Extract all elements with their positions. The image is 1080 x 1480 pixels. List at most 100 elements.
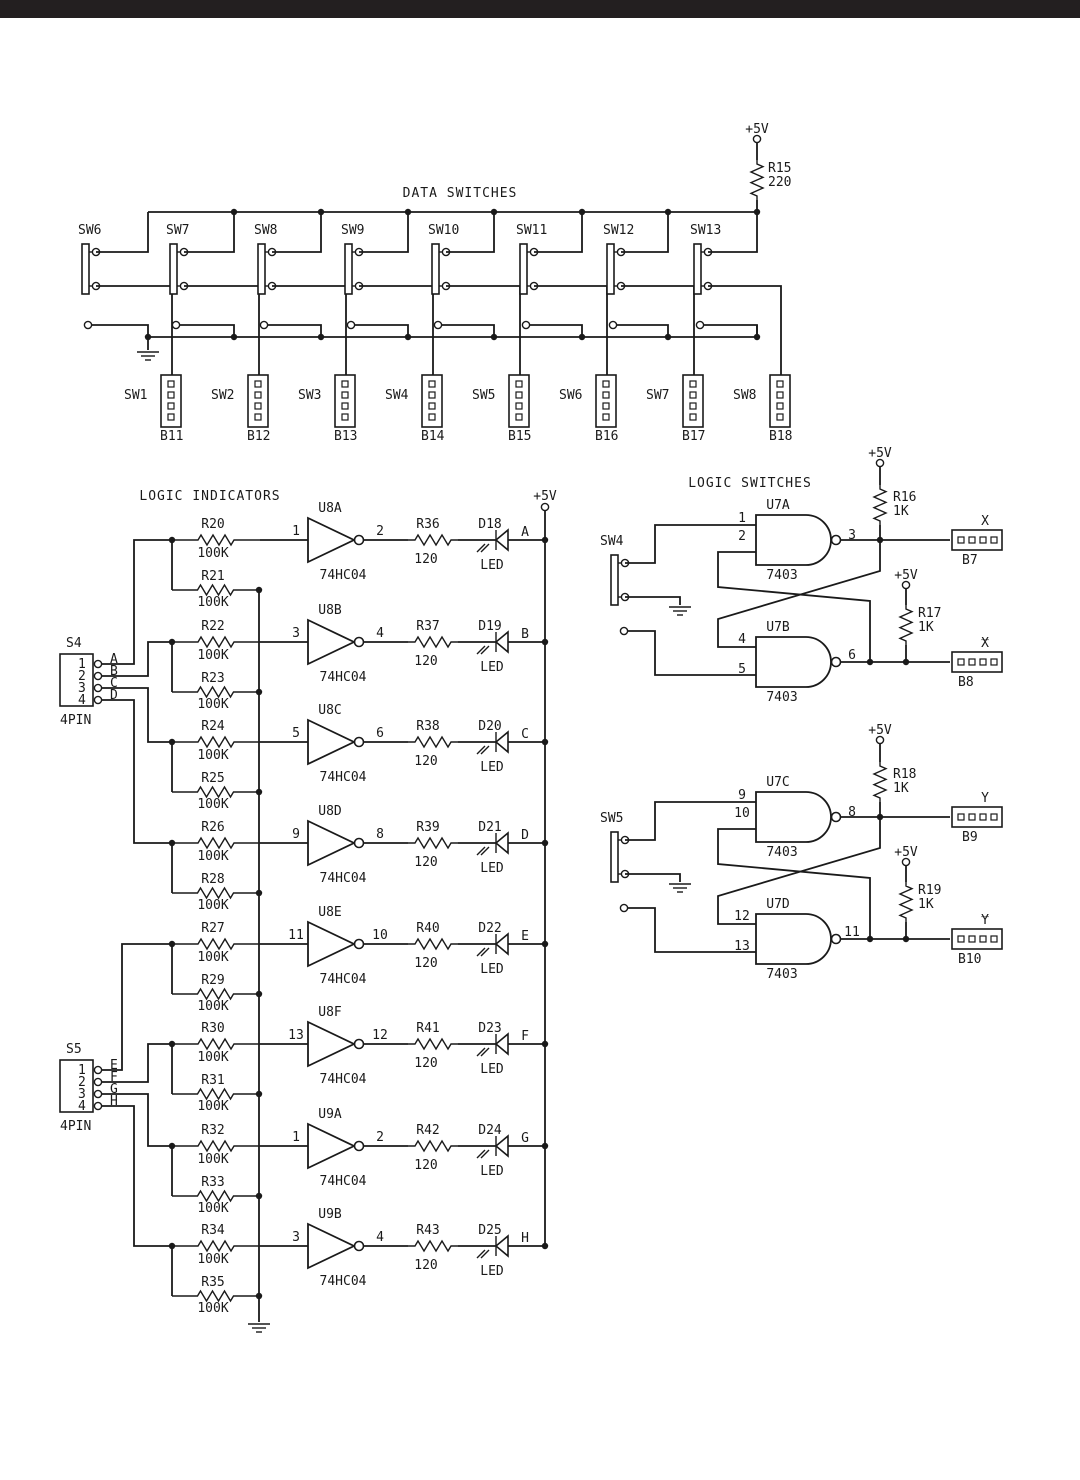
nand-ref: U7A (766, 498, 790, 513)
nand-pin: 1 (738, 511, 746, 526)
ground-symbol (669, 883, 691, 893)
wire (617, 324, 669, 337)
led-resistor-ref: R36 (416, 517, 439, 532)
terminal (93, 659, 103, 669)
header-pin (254, 413, 262, 421)
junction-dot (541, 738, 549, 746)
gate-part: 74HC04 (320, 770, 367, 785)
inverter-bubble (353, 636, 365, 648)
gate-part: 74HC04 (320, 972, 367, 987)
bottom-switch-label: SW1 (124, 388, 147, 403)
junction-dot (541, 1142, 549, 1150)
series-resistor (172, 735, 260, 749)
nand-ref: U7B (766, 620, 790, 635)
top-switch-label: SW13 (690, 223, 721, 238)
gate-output-pin: 2 (376, 524, 384, 539)
pullup-ref: R17 (918, 606, 941, 621)
led-resistor (408, 1139, 458, 1153)
wire (446, 212, 495, 253)
led-resistor-value: 120 (414, 754, 437, 769)
nand-part: 7403 (766, 690, 797, 705)
logic-indicators-title: LOGIC INDICATORS (139, 489, 280, 504)
header-pin (979, 935, 987, 943)
terminal (93, 671, 103, 681)
pulldown-resistor-value: 100K (197, 697, 228, 712)
gate-part: 74HC04 (320, 1072, 367, 1087)
switch-body (606, 243, 615, 295)
led-arrows (476, 1047, 490, 1057)
inverter-bubble (353, 1038, 365, 1050)
header-ref: B9 (962, 830, 978, 845)
wire (704, 324, 758, 337)
diode-ref: D24 (478, 1123, 502, 1138)
wire (102, 943, 172, 1071)
series-resistor-ref: R30 (201, 1021, 224, 1036)
junction-dot (404, 208, 412, 216)
header-label: B14 (421, 429, 445, 444)
header-pin (254, 402, 262, 410)
wire (272, 212, 322, 253)
terminal (433, 320, 443, 330)
led-resistor-ref: R41 (416, 1021, 439, 1036)
wire (625, 524, 756, 564)
gate-part: 74HC04 (320, 568, 367, 583)
series-resistor-value: 100K (197, 1252, 228, 1267)
wire (534, 212, 583, 253)
pullup-value: 1K (893, 504, 909, 519)
nand-pin: 13 (734, 939, 750, 954)
nand-pin: 8 (848, 805, 856, 820)
terminal (608, 320, 618, 330)
data-switches-title: DATA SWITCHES (403, 186, 518, 201)
header-pin (341, 413, 349, 421)
pulldown-resistor-ref: R29 (201, 973, 224, 988)
pin-header (951, 651, 1003, 673)
led-label: LED (480, 558, 504, 573)
pulldown-resistor (172, 886, 259, 900)
pulldown-resistor-ref: R28 (201, 872, 224, 887)
nand-ref: U7C (766, 775, 789, 790)
junction-dot (541, 1242, 549, 1250)
header-pin (254, 391, 262, 399)
header-body (951, 529, 1003, 551)
gate-input-pin: 3 (292, 1230, 300, 1245)
nand-ref: U7D (766, 897, 790, 912)
wire (102, 1093, 172, 1147)
header-body (951, 928, 1003, 950)
junction-dot (404, 333, 412, 341)
terminal (752, 134, 762, 144)
header-body (508, 374, 530, 428)
nand-pin: 2 (738, 529, 746, 544)
series-resistor (172, 635, 260, 649)
ground-symbol (248, 1323, 270, 1333)
top-switch-label: SW8 (254, 223, 277, 238)
inverter-bubble (353, 938, 365, 950)
header-pin (990, 536, 998, 544)
series-resistor (172, 1037, 260, 1051)
header-body (595, 374, 617, 428)
diode-ref: D25 (478, 1223, 501, 1238)
gate-ref: U8F (318, 1005, 342, 1020)
gate-part: 74HC04 (320, 1174, 367, 1189)
header-body (769, 374, 791, 428)
pulldown-resistor-value: 100K (197, 797, 228, 812)
led-resistor-value: 120 (414, 855, 437, 870)
header-pin (428, 402, 436, 410)
junction-dot (490, 208, 498, 216)
gate-ref: U8A (318, 501, 342, 516)
pulldown-resistor-value: 100K (197, 898, 228, 913)
led-resistor (408, 735, 458, 749)
junction-dot (541, 638, 549, 646)
top-switch-label: SW10 (428, 223, 459, 238)
led-resistor (408, 635, 458, 649)
inverter-bubble (353, 837, 365, 849)
series-resistor-value: 100K (197, 950, 228, 965)
gate-output-pin: 4 (376, 626, 384, 641)
terminal (619, 626, 629, 636)
wire (708, 285, 782, 375)
header-body (421, 374, 443, 428)
series-resistor-ref: R24 (201, 719, 225, 734)
connector-pin-number: 2 (78, 669, 86, 684)
